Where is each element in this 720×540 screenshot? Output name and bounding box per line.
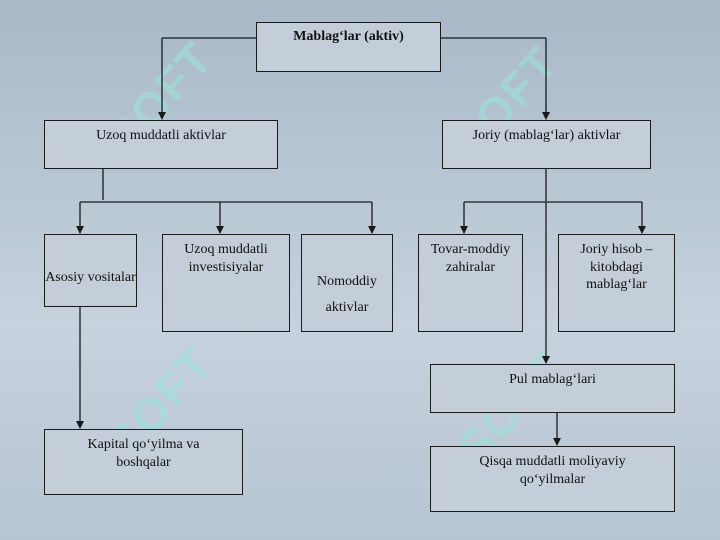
node-current-account: Joriy hisob – kitobdagi mablag‘lar <box>558 234 675 332</box>
node-label: Uzoq muddatli investisiyalar <box>184 242 268 275</box>
node-long-term-assets: Uzoq muddatli aktivlar <box>44 120 278 169</box>
node-inventory: Tovar-moddiy zahiralar <box>418 234 523 332</box>
node-root: Mablag‘lar (aktiv) <box>256 22 441 72</box>
node-label: Nomoddiy aktivlar <box>317 274 377 315</box>
node-current-assets: Joriy (mablag‘lar) aktivlar <box>442 120 651 169</box>
node-label: Pul mablag‘lari <box>509 372 596 387</box>
node-capital-investments: Kapital qo‘yilma va boshqalar <box>44 429 243 495</box>
node-intangible-assets: Nomoddiy aktivlar <box>301 234 393 332</box>
node-label: Joriy (mablag‘lar) aktivlar <box>472 128 621 143</box>
node-label: Tovar-moddiy zahiralar <box>430 242 511 275</box>
node-label: Joriy hisob – kitobdagi mablag‘lar <box>580 242 653 292</box>
node-label: Kapital qo‘yilma va boshqalar <box>87 437 200 470</box>
node-fixed-assets: Asosiy vositalar <box>44 234 137 307</box>
node-label: Qisqa muddatli moliyaviy qo‘yilmalar <box>479 454 626 487</box>
node-cash: Pul mablag‘lari <box>430 364 675 413</box>
node-label: Mablag‘lar (aktiv) <box>293 29 404 44</box>
node-label: Asosiy vositalar <box>45 270 136 285</box>
node-label: Uzoq muddatli aktivlar <box>96 128 226 143</box>
node-short-term-investments: Qisqa muddatli moliyaviy qo‘yilmalar <box>430 446 675 512</box>
node-long-term-investments: Uzoq muddatli investisiyalar <box>162 234 290 332</box>
